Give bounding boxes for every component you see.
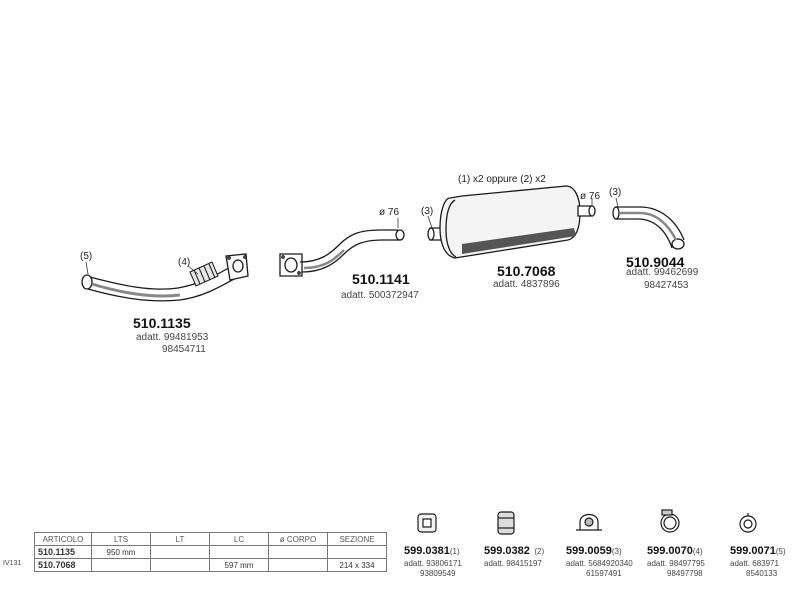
table-row: 510.1135 950 mm [34, 545, 387, 559]
adatt-label: adatt. [493, 279, 519, 290]
hose-clamp-icon [660, 509, 680, 533]
table-cell: 510.7068 [34, 558, 92, 572]
flange-gasket-icon [417, 513, 437, 533]
adatt-label: adatt. [404, 559, 425, 568]
adatt-label: adatt. [341, 290, 367, 301]
pipe-510-1141 [279, 229, 405, 277]
table-header-row: ARTICOLO LTS LT LC ø CORPO SEZIONE [34, 532, 387, 546]
adatt-label: adatt. [626, 267, 652, 278]
part-adatt: adatt. 4837896 [493, 279, 560, 291]
part-code: 510.7068 [497, 263, 556, 279]
ref-number: 500372947 [368, 290, 419, 301]
callout-5: (5) [80, 251, 93, 262]
table-cell [150, 545, 210, 559]
spec-table: ARTICOLO LTS LT LC ø CORPO SEZIONE 510.1… [34, 532, 387, 572]
accessory-item: 599.0070(4) adatt. 98497795 98497798 [647, 541, 705, 579]
adatt-label: adatt. [484, 559, 505, 568]
accessory-number: (3) [611, 547, 622, 556]
table-cell: 214 x 334 [327, 558, 387, 572]
table-cell [268, 558, 328, 572]
accessory-number: (5) [775, 547, 786, 556]
part-adatt: adatt. 500372947 [341, 290, 419, 302]
table-row: 510.7068 597 mm 214 x 334 [34, 558, 387, 572]
ref-number: 93809549 [420, 569, 456, 578]
quantity-note: (1) x2 oppure (2) x2 [458, 174, 546, 185]
ref-number: 98427453 [644, 280, 689, 291]
ref-number: 98415197 [506, 559, 542, 568]
table-cell [327, 545, 387, 559]
adatt-label: adatt. [566, 559, 587, 568]
callout-3-silencer: (3) [421, 206, 434, 217]
table-cell [150, 558, 210, 572]
silencer-510-7068 [427, 185, 596, 259]
table-cell [91, 558, 151, 572]
accessory-number: (2) [534, 547, 545, 556]
accessory-code: 599.0071 [730, 545, 776, 557]
table-header: SEZIONE [327, 532, 387, 546]
ref-number: 98497795 [669, 559, 705, 568]
ref-number: 98454711 [162, 344, 206, 355]
pipe-510-1135 [81, 253, 249, 302]
table-cell [268, 545, 328, 559]
part-code: 510.1141 [352, 271, 410, 287]
accessory-number: (4) [692, 547, 703, 556]
ref-number: 5684920340 [588, 559, 633, 568]
part-code: 510.1135 [133, 315, 191, 331]
leader-lines [85, 197, 619, 275]
u-bolt-clamp-icon [576, 513, 602, 531]
tailpipe-510-9044 [612, 206, 685, 250]
ref-number: 683971 [752, 559, 779, 568]
table-cell [209, 545, 269, 559]
diameter-label-silencer: ø 76 [580, 191, 601, 202]
ref-number: 8540133 [746, 569, 778, 578]
table-header: LT [150, 532, 210, 546]
table-cell: 597 mm [209, 558, 269, 572]
accessory-number: (1) [449, 547, 460, 556]
table-cell: 510.1135 [34, 545, 92, 559]
table-header: LTS [91, 532, 151, 546]
ref-number: 4837896 [520, 279, 560, 290]
callout-3-tailpipe: (3) [609, 187, 622, 198]
part-adatt: adatt. 99481953 [136, 332, 208, 344]
rubber-mount-icon [497, 511, 515, 535]
table-cell: 950 mm [91, 545, 151, 559]
table-header: LC [209, 532, 269, 546]
adatt-label: adatt. [730, 559, 751, 568]
accessory-item: 599.0059(3) adatt. 5684920340 61597491 [566, 541, 633, 579]
flex-bellows [189, 261, 219, 287]
part-code: 510.9044 [626, 254, 685, 270]
callout-4: (4) [178, 257, 191, 268]
table-header: ARTICOLO [34, 532, 92, 546]
ref-number: 61597491 [586, 569, 622, 578]
accessory-code: 599.0070 [647, 545, 693, 557]
accessory-item: 599.0071(5) adatt. 683971 8540133 [730, 541, 786, 579]
adatt-label: adatt. [136, 332, 162, 343]
ref-number: 98497798 [667, 569, 703, 578]
adatt-label: adatt. [647, 559, 668, 568]
diameter-label: ø 76 [379, 207, 400, 218]
ref-number: 99462699 [653, 267, 699, 278]
accessory-code: 599.0382 [484, 545, 530, 557]
ref-number: 93806171 [426, 559, 462, 568]
accessory-code: 599.0059 [566, 545, 612, 557]
row-label: IV131 [3, 560, 22, 567]
table-header: ø CORPO [268, 532, 328, 546]
ref-number: 99481953 [163, 332, 209, 343]
accessory-item: 599.0381(1) adatt. 93806171 93809549 [404, 541, 462, 579]
part-adatt: adatt. 99462699 [626, 267, 698, 279]
accessory-code: 599.0381 [404, 545, 450, 557]
accessory-item: 599.0382 (2) adatt. 98415197 [484, 541, 544, 569]
ring-clamp-icon [739, 513, 757, 533]
